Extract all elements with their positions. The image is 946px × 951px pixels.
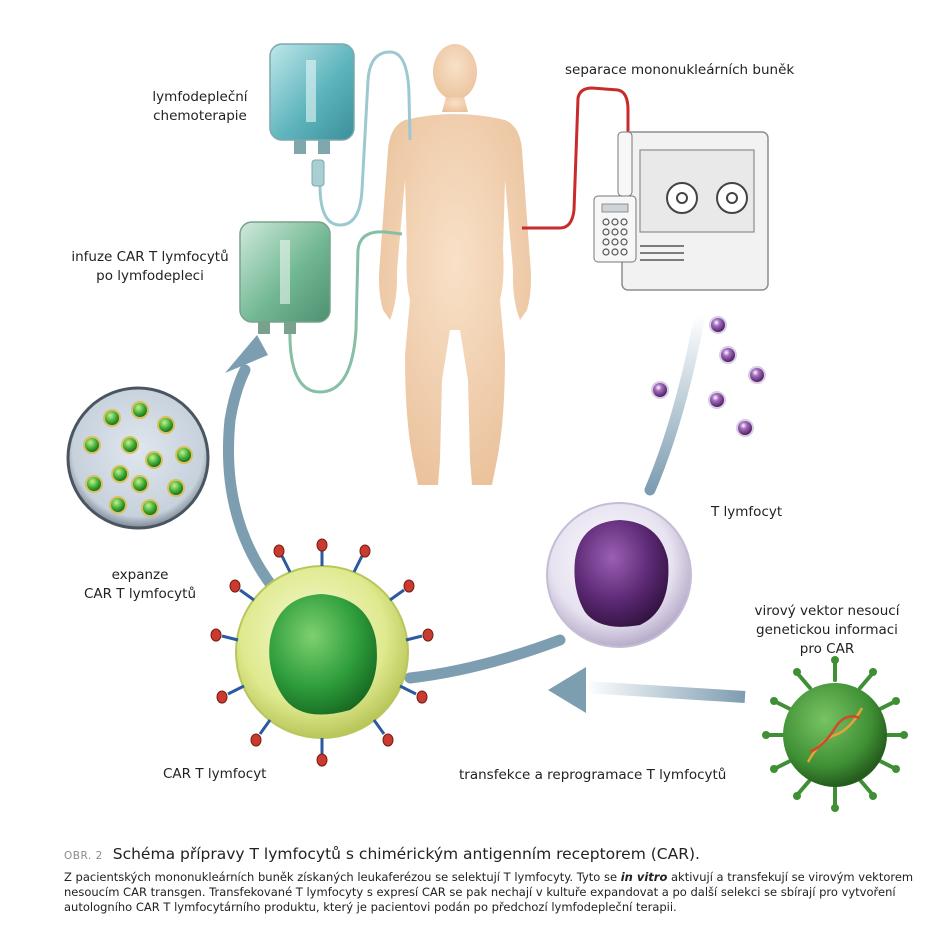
- car-receptors: [221, 550, 423, 754]
- arrow-separation-to-tcell: [644, 309, 706, 496]
- tube-chemo: [318, 50, 412, 227]
- arrow-transfection: [548, 667, 746, 713]
- figure-caption: OBR. 2 Schéma přípravy T lymfocytů s chim…: [64, 845, 914, 915]
- apheresis-machine: [593, 131, 769, 291]
- label-car-t-cell: CAR T lymfocyt: [163, 766, 267, 782]
- car-t-lymphocyte-cell: [210, 538, 434, 767]
- patient-body: [379, 44, 531, 485]
- tube-infusion: [288, 230, 403, 394]
- separated-lymphocytes: [651, 316, 766, 437]
- label-separation: separace mononukleárních buněk: [565, 62, 795, 78]
- tube-apheresis: [522, 86, 630, 230]
- caption-body: Z pacientských mononukleárních buněk zís…: [64, 870, 914, 914]
- caption-title-line: OBR. 2 Schéma přípravy T lymfocytů s chim…: [64, 845, 914, 864]
- arrow-car-to-infusion: [222, 364, 281, 596]
- culture-dish-expansion: [66, 386, 210, 530]
- label-t-lymphocyte: T lymfocyt: [711, 504, 783, 520]
- chemo-infusion-bag: [269, 43, 355, 187]
- t-lymphocyte-cell: [546, 502, 692, 648]
- caption-emphasis: in vitro: [620, 870, 668, 884]
- caption-title: Schéma přípravy T lymfocytů s chimérický…: [112, 845, 700, 863]
- arrow-tcell-to-car: [404, 634, 566, 684]
- caption-tag: OBR. 2: [64, 850, 103, 862]
- process-cycle-arrows: [222, 309, 706, 684]
- label-transfection: transfekce a reprogramace T lymfocytů: [459, 767, 727, 783]
- arrow-head-infusion: [225, 335, 268, 373]
- car-t-infusion-bag: [239, 221, 331, 334]
- viral-vector: [762, 656, 908, 812]
